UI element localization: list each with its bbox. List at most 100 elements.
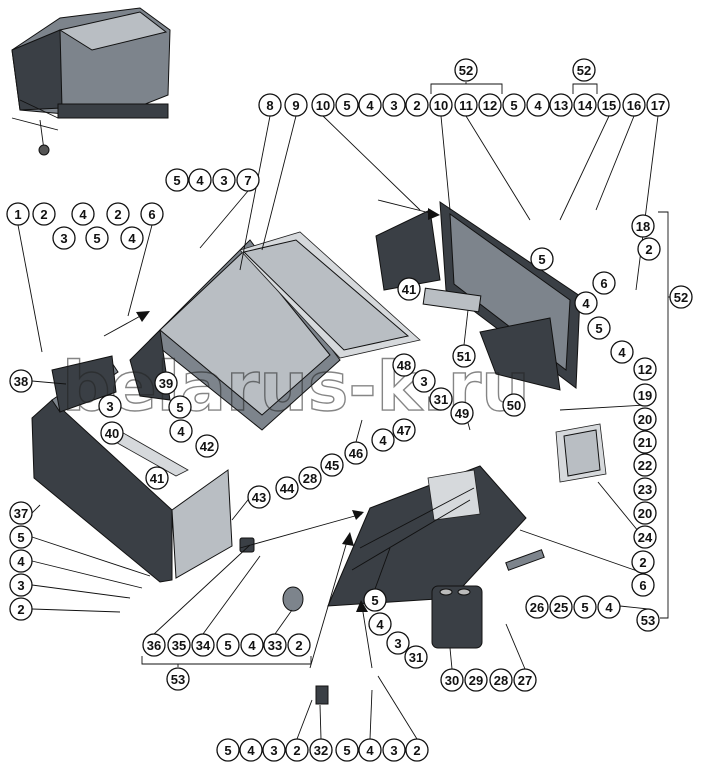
- callout-circle: [240, 633, 264, 657]
- callout-3: 3: [262, 738, 286, 762]
- callout-12: 12: [478, 93, 502, 117]
- callout-53: 53: [636, 608, 660, 632]
- fuel-tank: [431, 585, 483, 649]
- callout-number: 32: [314, 743, 328, 758]
- callout-number: 52: [674, 290, 688, 305]
- callout-circle: [633, 357, 657, 381]
- callout-17: 17: [646, 93, 670, 117]
- callout-circle: [573, 93, 597, 117]
- callout-9: 9: [284, 93, 308, 117]
- callout-number: 28: [494, 673, 508, 688]
- callout-22: 22: [633, 453, 657, 477]
- callout-40: 40: [100, 421, 124, 445]
- callout-circle: [154, 371, 178, 395]
- callout-2: 2: [631, 550, 655, 574]
- callout-5: 5: [216, 738, 240, 762]
- callout-number: 4: [582, 296, 590, 311]
- right-side-panel-assembly: [375, 201, 581, 391]
- callout-circle: [145, 466, 169, 490]
- callout-number: 5: [510, 98, 517, 113]
- callout-number: 5: [538, 252, 545, 267]
- callout-4: 4: [597, 595, 621, 619]
- callout-circle: [386, 631, 410, 655]
- callout-number: 15: [602, 98, 616, 113]
- callout-circle: [610, 340, 634, 364]
- callout-circle: [236, 168, 260, 192]
- callout-4: 4: [371, 428, 395, 452]
- callout-20: 20: [633, 501, 657, 525]
- callout-number: 24: [638, 530, 653, 545]
- callout-circle: [263, 633, 287, 657]
- callout-number: 52: [577, 63, 591, 78]
- callout-15: 15: [597, 93, 621, 117]
- callout-circle: [631, 214, 655, 238]
- callout-number: 23: [638, 482, 652, 497]
- callout-28: 28: [489, 668, 513, 692]
- callout-38: 38: [9, 369, 33, 393]
- callout-42: 42: [195, 434, 219, 458]
- callout-8: 8: [258, 93, 282, 117]
- callout-47: 47: [392, 418, 416, 442]
- callout-circle: [631, 550, 655, 574]
- callout-31: 31: [404, 645, 428, 669]
- callout-number: 2: [413, 98, 420, 113]
- callout-circle: [464, 668, 488, 692]
- callout-number: 3: [394, 636, 401, 651]
- machine-overview-thumbnail: [11, 7, 171, 156]
- callout-number: 10: [434, 98, 448, 113]
- callout-4: 4: [188, 168, 212, 192]
- callout-circle: [502, 93, 526, 117]
- callout-number: 45: [325, 458, 339, 473]
- callout-3: 3: [412, 369, 436, 393]
- callout-number: 39: [159, 376, 173, 391]
- grouping-brackets: [141, 82, 670, 667]
- callout-number: 18: [636, 219, 650, 234]
- callout-number: 9: [292, 98, 299, 113]
- callout-4: 4: [610, 340, 634, 364]
- callout-circle: [440, 668, 464, 692]
- callout-circle: [9, 501, 33, 525]
- callout-circle: [363, 588, 387, 612]
- callout-3: 3: [382, 738, 406, 762]
- bracket-32: [315, 685, 329, 705]
- callout-2: 2: [285, 738, 309, 762]
- callout-number: 8: [266, 98, 273, 113]
- callout-circle: [633, 383, 657, 407]
- callout-number: 3: [17, 578, 24, 593]
- callout-circle: [284, 93, 308, 117]
- callout-circle: [335, 93, 359, 117]
- callout-circle: [574, 291, 598, 315]
- callout-circle: [169, 419, 193, 443]
- callout-number: 40: [105, 426, 119, 441]
- callout-number: 4: [534, 98, 542, 113]
- callout-51: 51: [452, 344, 476, 368]
- callout-circle: [429, 93, 453, 117]
- callout-circle: [9, 597, 33, 621]
- callout-circle: [247, 485, 271, 509]
- callout-19: 19: [633, 383, 657, 407]
- callout-number: 3: [420, 374, 427, 389]
- callout-circle: [309, 738, 333, 762]
- callout-5: 5: [335, 93, 359, 117]
- callout-number: 14: [578, 98, 593, 113]
- callout-44: 44: [275, 476, 299, 500]
- callout-number: 3: [270, 743, 277, 758]
- callout-31: 31: [429, 387, 453, 411]
- callout-number: 4: [379, 433, 387, 448]
- callout-52: 52: [669, 285, 693, 309]
- callout-29: 29: [464, 668, 488, 692]
- callout-6: 6: [631, 573, 655, 597]
- bracket-25: [505, 549, 545, 571]
- callout-circle: [9, 525, 33, 549]
- callout-circle: [669, 285, 693, 309]
- callout-5: 5: [573, 595, 597, 619]
- callout-5: 5: [587, 316, 611, 340]
- callout-circle: [587, 316, 611, 340]
- callout-circle: [275, 476, 299, 500]
- callout-circle: [191, 633, 215, 657]
- callout-number: 4: [366, 98, 374, 113]
- callout-number: 34: [196, 638, 211, 653]
- callout-number: 2: [413, 743, 420, 758]
- callout-number: 12: [638, 362, 652, 377]
